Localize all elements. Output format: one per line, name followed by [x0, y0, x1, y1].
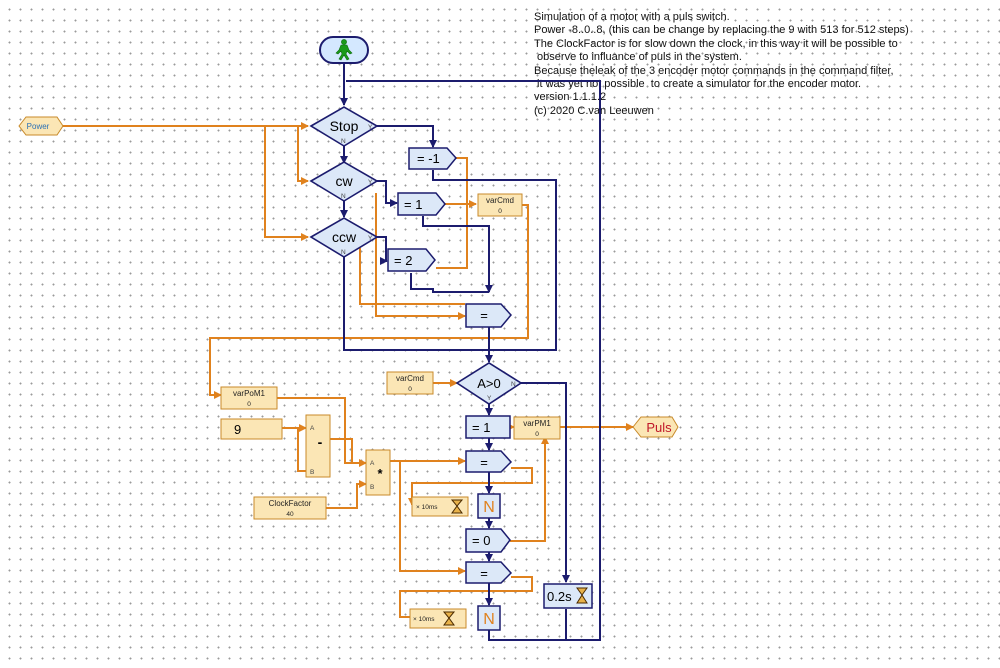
assign-one-b[interactable]: = 1 [465, 415, 511, 439]
var-value: 0 [535, 431, 539, 438]
const-nine[interactable]: 9 [220, 418, 283, 440]
assign-label: = 2 [394, 253, 412, 268]
wait-label: × 10ms [413, 616, 435, 623]
note-line: Because theleak of the 3 encoder motor c… [534, 64, 894, 77]
port-label: B [310, 469, 314, 476]
assign-label: = [480, 566, 488, 581]
note-line: Power -8..0..8, (this can be change by r… [534, 24, 909, 37]
power-label: Power [27, 122, 50, 131]
compare-block-3[interactable]: = [465, 561, 513, 584]
port-label: A [370, 460, 375, 467]
data-wires [63, 122, 634, 618]
note-line: (c) 2020 C.van Leeuwen [534, 104, 654, 117]
decision-ccw[interactable]: ccw Y N [309, 217, 379, 258]
decision-a-gt-0[interactable]: A>0 N Y [455, 362, 523, 405]
note-line: version 1.1.1.2 [534, 91, 607, 104]
assign-minus-one[interactable]: = -1 [408, 147, 457, 170]
var-name: varCmd [486, 196, 514, 205]
note-line: it was yet not possible to create a simu… [534, 78, 862, 91]
decision-label: Stop [330, 118, 359, 134]
output-puls[interactable]: Puls [632, 416, 679, 438]
n-block-1[interactable]: N [477, 493, 501, 519]
note-line: Simulation of a motor with a puls switch… [534, 11, 730, 23]
port-label: Y [368, 124, 373, 131]
port-label: B [370, 484, 374, 491]
port-label: Y [487, 395, 492, 402]
op-times[interactable]: A B * [365, 449, 391, 496]
n-block-2[interactable]: N [477, 605, 501, 631]
decision-label: cw [335, 173, 353, 189]
compare-block-2[interactable]: = [465, 450, 513, 473]
op-symbol: * [377, 466, 383, 481]
decision-label: ccw [332, 229, 357, 245]
port-label: N [511, 381, 516, 388]
input-power[interactable]: Power [18, 116, 64, 136]
start-node[interactable] [319, 36, 369, 64]
compare-block-1[interactable]: = [465, 303, 512, 328]
op-symbol: - [318, 434, 323, 450]
var-name: ClockFactor [269, 499, 312, 508]
port-label: N [341, 193, 346, 200]
var-clockfactor[interactable]: ClockFactor 40 [253, 496, 327, 520]
assign-label: = 1 [404, 197, 422, 212]
var-varpm1[interactable]: varPM1 0 [513, 416, 561, 440]
assign-label: = [480, 308, 488, 323]
var-value: 0 [498, 208, 502, 215]
hourglass-icon [576, 587, 588, 604]
assign-one-a[interactable]: = 1 [397, 192, 446, 216]
flow-wires [340, 63, 601, 641]
wait-block-1[interactable]: × 10ms [411, 496, 469, 517]
var-varcmd-2[interactable]: varCmd 0 [386, 371, 434, 395]
puls-label: Puls [646, 420, 672, 435]
port-label: A [310, 425, 315, 432]
assign-label: = [480, 455, 488, 470]
port-label: Y [368, 179, 373, 186]
notes-text: Simulation of a motor with a puls switch… [534, 11, 994, 118]
var-name: varPoM1 [233, 389, 266, 398]
delay-label: 0.2s [547, 589, 572, 604]
port-label: N [341, 138, 346, 145]
var-value: 40 [286, 511, 294, 518]
var-name: varCmd [396, 374, 424, 383]
decision-stop[interactable]: Stop Y N [309, 106, 379, 147]
op-minus[interactable]: A B - [305, 414, 331, 478]
n-label: N [483, 611, 495, 628]
var-varpom1[interactable]: varPoM1 0 [220, 386, 278, 410]
start-figure-icon [335, 39, 353, 61]
port-label: N [341, 249, 346, 256]
assign-two[interactable]: = 2 [387, 248, 436, 272]
var-varcmd-1[interactable]: varCmd 0 [477, 193, 523, 217]
note-line: The ClockFactor is for slow down the clo… [534, 37, 898, 50]
assign-label: = -1 [417, 151, 440, 166]
wait-block-2[interactable]: × 10ms [409, 608, 467, 629]
n-label: N [483, 499, 495, 516]
var-value: 0 [408, 386, 412, 393]
hourglass-icon [442, 611, 456, 626]
port-label: Y [368, 235, 373, 242]
wait-label: × 10ms [416, 504, 438, 511]
assign-label: = 0 [472, 533, 490, 548]
hourglass-icon [450, 499, 464, 514]
assign-label: = 1 [472, 420, 490, 435]
var-value: 0 [247, 401, 251, 408]
assign-zero[interactable]: = 0 [465, 528, 511, 553]
decision-label: A>0 [477, 376, 501, 391]
decision-cw[interactable]: cw Y N [309, 161, 379, 202]
const-value: 9 [234, 422, 241, 437]
delay-block[interactable]: 0.2s [543, 583, 593, 609]
var-name: varPM1 [523, 419, 551, 428]
note-line: observe to influance of puls in the syst… [534, 51, 742, 64]
